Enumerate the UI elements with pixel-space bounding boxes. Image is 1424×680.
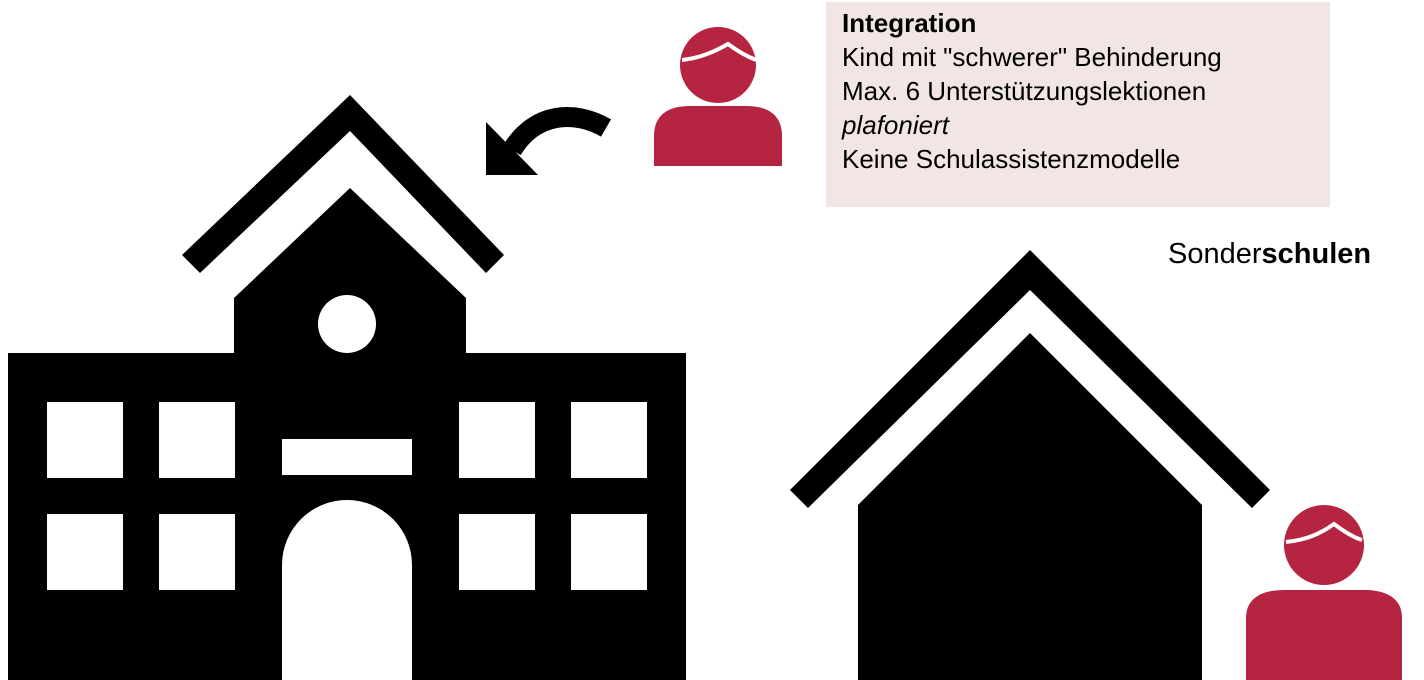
label-prefix: Sonder: [1168, 238, 1262, 270]
info-line-3: plafoniert: [842, 110, 949, 140]
house-icon: [790, 250, 1270, 680]
person-icon: [1246, 505, 1402, 680]
info-line-1: Kind mit "schwerer" Behinderung: [842, 42, 1222, 72]
info-line-4: Keine Schulassistenzmodelle: [842, 144, 1181, 174]
info-title: Integration: [842, 8, 977, 38]
school-building-icon: [8, 95, 686, 680]
person-icon: [654, 27, 782, 166]
info-line-2: Max. 6 Unterstützungslektionen: [842, 76, 1207, 106]
special-school-label: Sonderschulen: [1168, 238, 1371, 271]
label-bold: schulen: [1261, 238, 1372, 270]
integration-info-box: Integration Kind mit "schwerer" Behinder…: [826, 2, 1330, 207]
curved-arrow-icon: [486, 107, 612, 175]
